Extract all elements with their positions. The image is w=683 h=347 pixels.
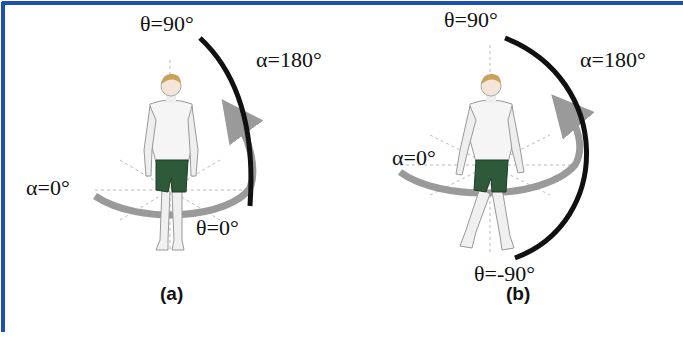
human-figure <box>144 74 198 250</box>
human-figure <box>456 74 524 250</box>
frame-top <box>2 1 683 5</box>
elevation-arc <box>200 38 251 206</box>
angle-label: α=0° <box>26 176 70 200</box>
subfigure-label: (b) <box>506 284 530 305</box>
angle-label: α=0° <box>392 146 436 170</box>
angle-label: α=180° <box>256 48 322 72</box>
angle-label: θ=90° <box>140 12 194 36</box>
subfigure-label: (a) <box>160 284 183 305</box>
frame-left <box>1 2 5 332</box>
elevation-arc <box>505 38 587 258</box>
angle-label: α=180° <box>580 48 646 72</box>
angle-label: θ=-90° <box>474 262 535 286</box>
angle-label: θ=90° <box>444 8 498 32</box>
axes <box>95 60 250 250</box>
angle-label: θ=0° <box>196 216 239 240</box>
